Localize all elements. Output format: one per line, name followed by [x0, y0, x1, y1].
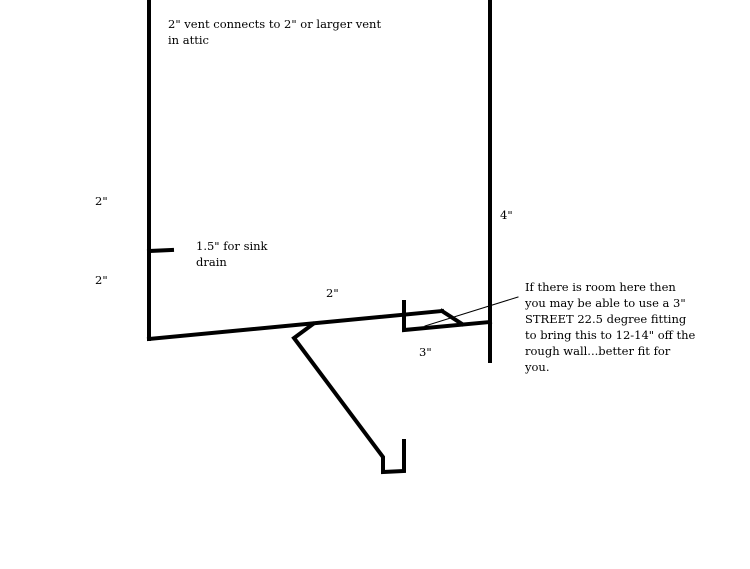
- suggestion-line2: you may be able to use a 3": [525, 296, 686, 310]
- callout-pointer: [424, 296, 519, 327]
- sink-drain-line2: drain: [196, 255, 227, 269]
- sink-drain-label: 1.5" for sink drain: [196, 238, 268, 270]
- suggestion-note: If there is room here then you may be ab…: [525, 279, 695, 375]
- suggestion-line3: STREET 22.5 degree fitting: [525, 312, 687, 326]
- fitting-size-label: 3": [419, 345, 432, 359]
- suggestion-line6: you.: [525, 360, 550, 374]
- vent-note-line2: in attic: [168, 33, 209, 47]
- left-lower-size-label: 2": [95, 273, 108, 287]
- suggestion-line1: If there is room here then: [525, 280, 676, 294]
- horizontal-drain-pipe: [146, 308, 445, 342]
- vent-note-line1: 2" vent connects to 2" or larger vent: [168, 17, 382, 31]
- sink-drain-stub: [146, 247, 175, 254]
- suggestion-line5: rough wall...better fit for: [525, 344, 671, 358]
- sink-drain-line1: 1.5" for sink: [196, 239, 268, 253]
- suggestion-line4: to bring this to 12-14" off the: [525, 328, 696, 342]
- left-upper-size-label: 2": [95, 194, 108, 208]
- horizontal-size-label: 2": [326, 286, 339, 300]
- trap-arm: [291, 321, 406, 475]
- stack-size-label: 4": [500, 208, 513, 222]
- vent-note: 2" vent connects to 2" or larger vent in…: [168, 16, 381, 48]
